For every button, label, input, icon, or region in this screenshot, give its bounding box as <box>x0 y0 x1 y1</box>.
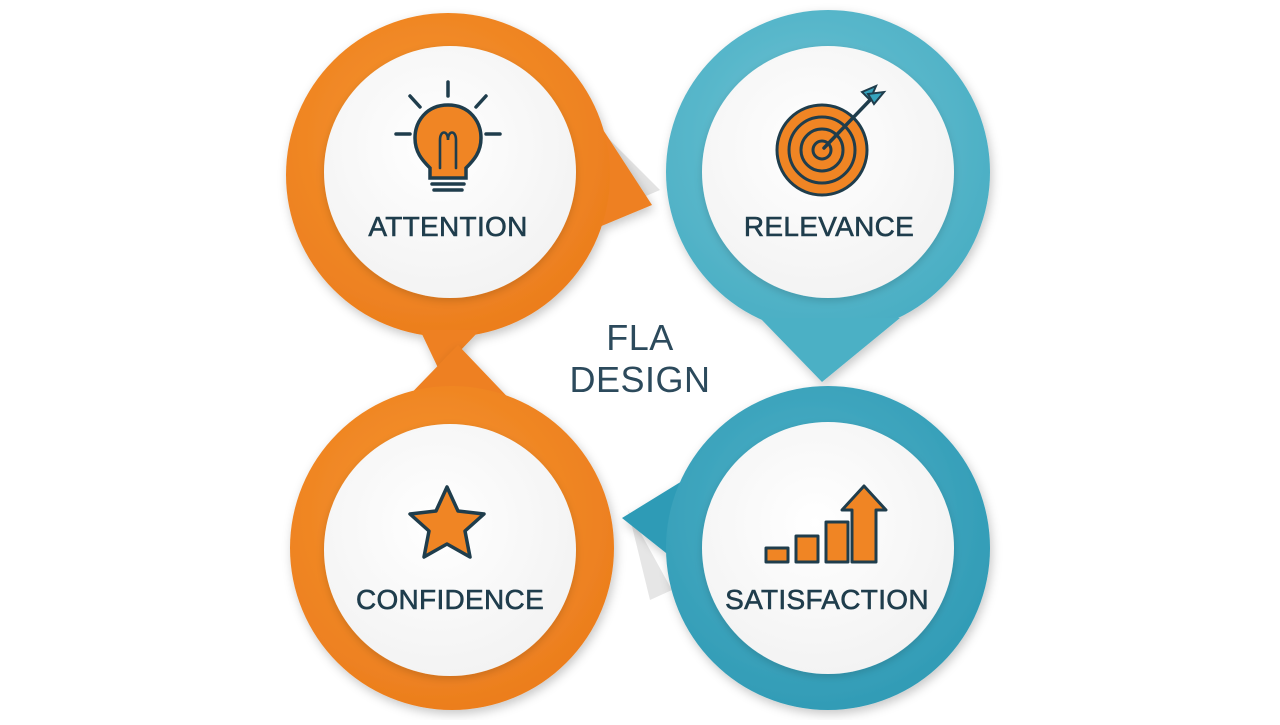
rising-bars-icon <box>764 484 888 564</box>
fold-shadow-bottom <box>628 510 672 600</box>
center-title-line2: DESIGN <box>569 359 711 400</box>
confidence-inner-circle <box>324 424 576 676</box>
lightbulb-icon <box>394 80 502 192</box>
target-icon <box>775 84 887 197</box>
center-title-line1: FLA <box>606 317 674 358</box>
attention-label: ATTENTION <box>368 211 528 243</box>
satisfaction-label: SATISFACTION <box>725 584 929 616</box>
relevance-label: RELEVANCE <box>743 211 915 243</box>
star-icon <box>408 485 486 559</box>
confidence-label: CONFIDENCE <box>355 584 545 616</box>
